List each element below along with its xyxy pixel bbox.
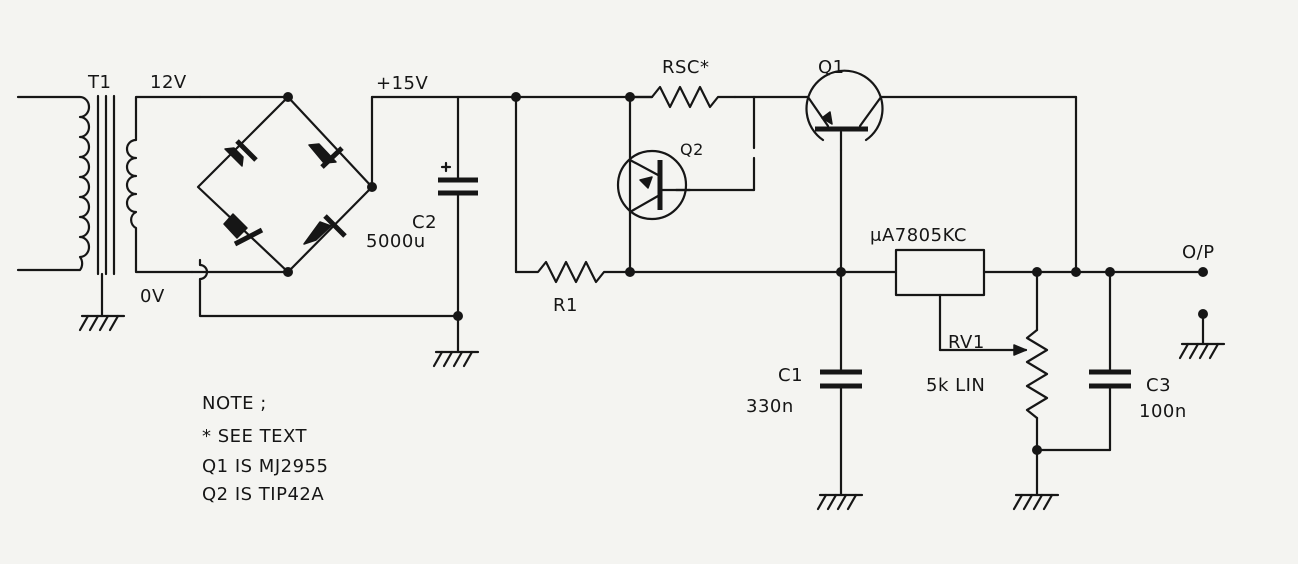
label-q2: Q2 — [680, 140, 704, 159]
secondary-winding — [125, 95, 202, 274]
transistor-q2 — [616, 149, 692, 221]
diode-d3 — [223, 213, 264, 247]
label-c2: C2 — [412, 212, 437, 233]
notes-block: NOTE ; * SEE TEXT Q1 IS MJ2955 Q2 IS TIP… — [202, 393, 328, 505]
ground-return-wire — [198, 258, 460, 318]
label-regulator: μA7805KC — [870, 225, 967, 246]
label-c1-value: 330n — [746, 396, 794, 417]
note-line-1: NOTE ; — [202, 393, 267, 414]
label-q1: Q1 — [818, 57, 845, 78]
transformer-t1 — [16, 94, 202, 332]
regulator-ua7805kc — [894, 248, 1028, 356]
capacitor-c2 — [432, 95, 480, 368]
label-15v: +15V — [376, 73, 428, 94]
label-t1: T1 — [87, 72, 111, 93]
note-line-3: Q1 IS MJ2955 — [202, 456, 328, 477]
potentiometer-rv1 — [1012, 270, 1060, 511]
ground-symbol-rv1 — [1012, 493, 1060, 511]
label-c3-value: 100n — [1139, 401, 1187, 422]
ground-symbol-c1 — [816, 493, 864, 511]
output-ground-terminal — [1178, 309, 1226, 360]
label-output: O/P — [1182, 242, 1215, 263]
label-12v: 12V — [150, 72, 187, 93]
label-r1: R1 — [553, 295, 578, 316]
label-rsc: RSC* — [662, 57, 710, 78]
resistor-r1 — [514, 260, 632, 284]
label-c1: C1 — [778, 365, 803, 386]
output-terminal — [1198, 267, 1208, 277]
capacitor-c3 — [1035, 270, 1131, 452]
label-rv1-value: 5k LIN — [926, 375, 985, 396]
diode-d2 — [308, 143, 344, 169]
resistor-rsc — [628, 85, 737, 109]
label-0v: 0V — [140, 286, 165, 307]
primary-winding — [16, 95, 91, 272]
diode-d4 — [303, 214, 347, 245]
bridge-rectifier — [190, 92, 377, 277]
note-line-2: * SEE TEXT — [202, 426, 307, 447]
label-c3: C3 — [1146, 375, 1171, 396]
note-line-4: Q2 IS TIP42A — [202, 484, 324, 505]
label-rv1: RV1 — [948, 332, 985, 353]
diode-d1 — [224, 139, 258, 167]
capacitor-c1 — [816, 270, 864, 511]
transistor-q1 — [805, 69, 884, 152]
transformer-core — [96, 94, 116, 318]
ground-symbol-c2 — [432, 350, 480, 368]
label-c2-value: 5000u — [366, 231, 426, 252]
ground-symbol-t1 — [78, 314, 126, 332]
